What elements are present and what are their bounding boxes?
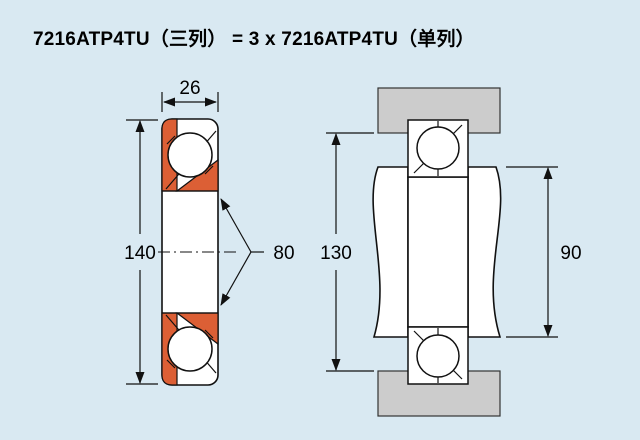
dimension-width-26: 26 bbox=[161, 78, 219, 112]
dim-label-housing: 130 bbox=[320, 243, 352, 264]
dim-label-shaft: 90 bbox=[560, 243, 581, 264]
dimension-housing-130: 130 bbox=[320, 132, 374, 372]
dimension-od-140: 140 bbox=[124, 119, 158, 385]
ball-bottom-right-view bbox=[416, 334, 460, 378]
left-bearing-cross-section bbox=[158, 118, 236, 386]
cage-mark bbox=[204, 329, 214, 339]
shaft-under-bearing bbox=[407, 176, 469, 328]
ball-top bbox=[167, 132, 213, 178]
shaft-left-shoulder bbox=[372, 166, 409, 338]
shaft-right-shoulder bbox=[467, 166, 502, 338]
right-mounted-view bbox=[372, 87, 502, 417]
cage-mark bbox=[166, 135, 176, 145]
dim-label-bore: 80 bbox=[273, 243, 294, 264]
cage-mark bbox=[166, 359, 176, 369]
ball-top-right-view bbox=[416, 126, 460, 170]
dim-label-width: 26 bbox=[179, 78, 200, 99]
ball-bottom bbox=[167, 326, 213, 372]
dimension-shaft-90: 90 bbox=[506, 166, 582, 338]
cage-mark bbox=[204, 165, 214, 175]
page-title: 7216ATP4TU（三列） = 3 x 7216ATP4TU（单列） bbox=[33, 29, 475, 50]
dim-label-od: 140 bbox=[124, 243, 156, 264]
dimension-bore-80: 80 bbox=[220, 198, 295, 306]
